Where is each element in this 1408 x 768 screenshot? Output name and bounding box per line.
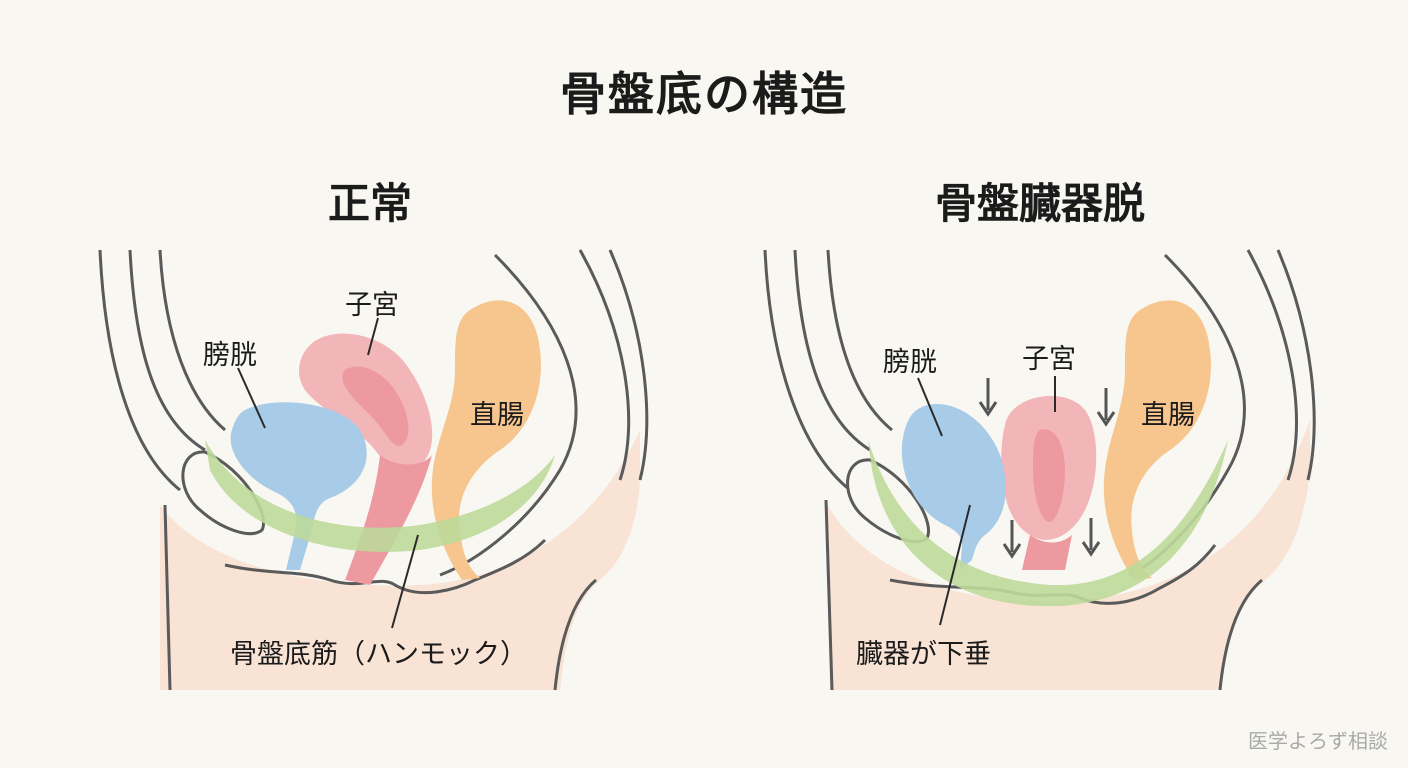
down-arrow-icon [1081,518,1101,557]
normal-bladder-leader [237,367,266,429]
normal-pelvic-curve-1 [98,249,181,492]
normal-muscle-leader [391,534,419,629]
prolapse-pelvic-floor-muscle [868,440,1228,607]
normal-pelvic-curve-3 [158,249,226,432]
panel-title-normal: 正常 [327,179,412,228]
normal-bladder [230,402,367,570]
normal-soft-tissue [160,430,640,690]
label-prolapse-bladder: 膀胱 [883,347,937,378]
prolapse-panel [763,249,1316,691]
prolapse-bladder [901,404,1006,570]
prolapse-pelvic-curve-2 [793,249,871,452]
normal-tissue-outline [163,504,597,691]
down-arrow-icon [978,378,998,417]
watermark: 医学よろず相談 [1248,729,1388,753]
prolapse-sacrum-curve-2 [1246,249,1298,481]
normal-sacrum-curve-3 [608,249,649,481]
prolapse-pelvic-curve-3 [826,249,893,432]
prolapse-sagging-leader [939,504,971,626]
normal-pelvic-curve-2 [128,249,206,452]
prolapse-rectum [1103,300,1211,580]
normal-sacrum-curve-1 [439,253,578,577]
normal-rectum [431,300,541,580]
normal-uterus-leader [367,317,379,356]
down-arrow-icon [1096,388,1116,427]
prolapse-pelvic-curve-1 [763,249,851,492]
prolapse-soft-tissue [825,420,1310,690]
prolapse-tissue-outline [824,499,1263,691]
label-normal-rectum: 直腸 [470,400,524,431]
label-prolapse-rectum: 直腸 [1141,400,1195,431]
label-normal-muscle: 骨盤底筋（ハンモック） [230,639,527,670]
normal-sacrum-curve-2 [578,249,631,481]
diagram-title: 骨盤底の構造 [560,67,848,121]
prolapse-sacrum-curve-3 [1276,249,1316,481]
prolapse-vagina [1022,535,1072,570]
normal-vagina [345,455,432,585]
panel-title-prolapse: 骨盤臓器脱 [934,179,1145,228]
label-normal-uterus: 子宮 [345,290,399,321]
prolapse-bladder-leader [917,377,943,437]
normal-perineum [224,538,547,595]
down-arrow-icon [1002,520,1022,559]
normal-pelvic-floor-muscle [205,440,555,552]
prolapse-uterus-cavity [1033,429,1065,522]
normal-pubic-bone [181,450,265,536]
normal-uterus-cavity [342,366,409,446]
normal-panel [98,249,649,691]
label-prolapse-sagging: 臓器が下垂 [856,639,991,670]
label-prolapse-uterus: 子宮 [1022,344,1076,375]
label-normal-bladder: 膀胱 [203,340,257,371]
